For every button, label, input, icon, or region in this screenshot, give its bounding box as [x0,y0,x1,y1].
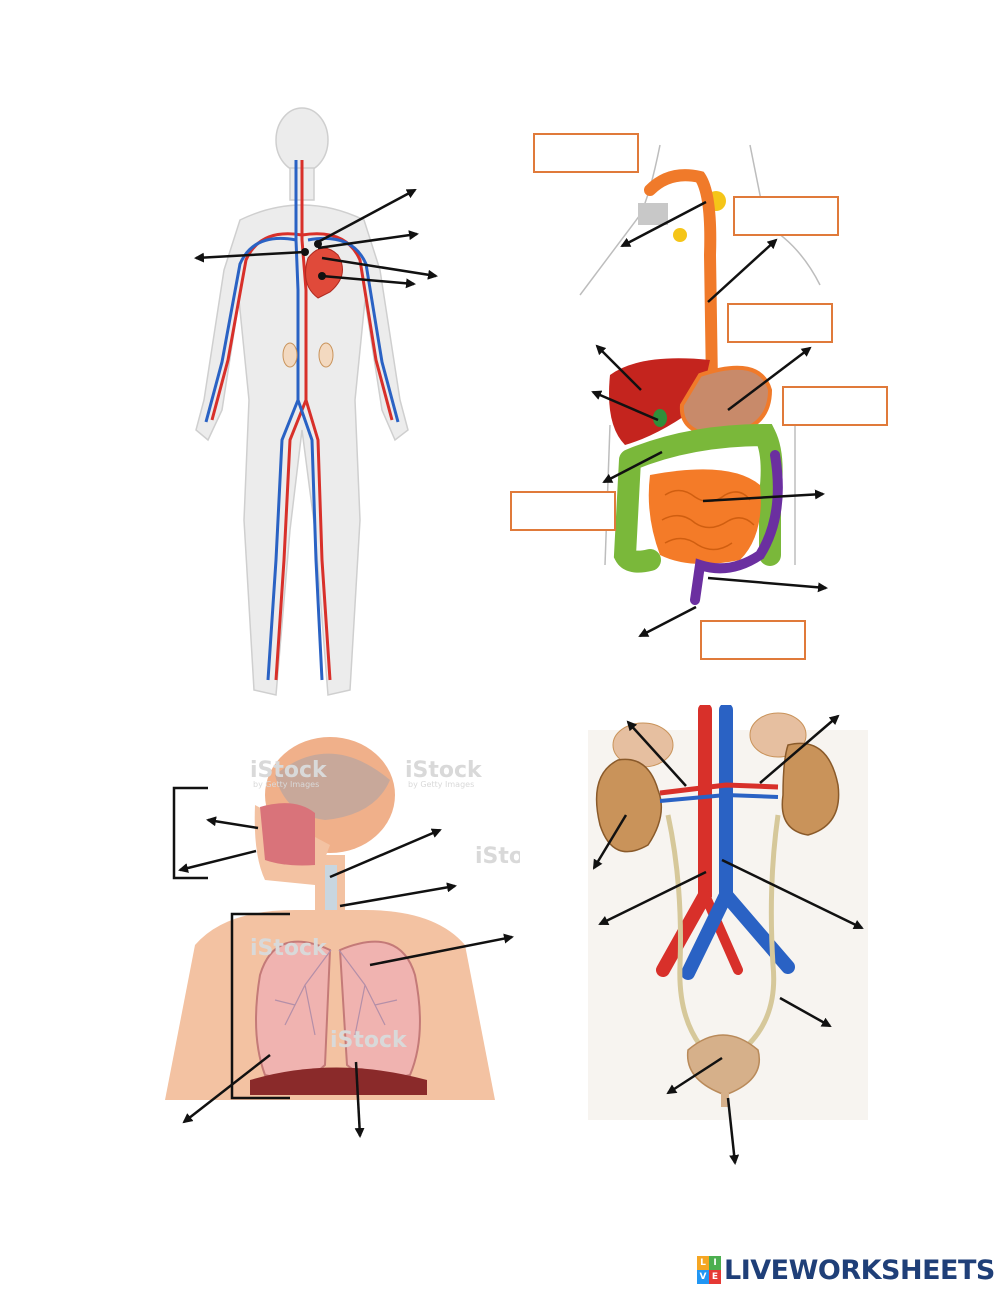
uri-arrow-6 [779,996,832,1028]
digestive-label-box-1[interactable] [533,133,639,173]
resp-arrow-6 [182,1054,271,1124]
circ-arrow-5 [321,274,416,289]
liveworksheets-logo-icon: L I V E [697,1256,721,1284]
dig-arrow-3 [727,346,812,411]
upper-airway-bracket [172,786,208,880]
resp-arrow-7 [354,1061,365,1138]
digestive-label-box-4[interactable] [782,386,888,426]
digestive-label-box-3[interactable] [727,303,833,343]
brand-text: LIVEWORKSHEETS [724,1254,995,1286]
dig-arrow-9 [638,605,697,638]
logo-letter-e: E [709,1270,721,1284]
dig-arrow-8 [707,576,828,593]
uri-arrow-3 [592,814,628,870]
uri-arrow-4 [598,870,707,926]
resp-arrow-1 [206,816,259,830]
dig-arrow-6 [602,450,663,484]
dig-arrow-2 [707,238,778,303]
resp-arrow-5 [369,933,514,967]
dig-arrow-1 [620,200,707,248]
dig-arrow-4 [595,344,642,391]
circulatory-system-diagram [150,100,450,710]
svg-text:iStock: iStock [250,758,328,783]
uri-arrow-5 [721,858,864,930]
digestive-label-box-6[interactable] [700,620,806,660]
liveworksheets-brand[interactable]: L I V E LIVEWORKSHEETS [697,1252,995,1288]
dig-arrow-5 [591,390,659,422]
resp-arrow-2 [178,849,257,873]
logo-letter-l: L [697,1256,709,1270]
uri-arrow-2 [759,714,840,784]
svg-text:by Getty Images: by Getty Images [253,780,319,789]
uri-arrow-7 [666,1056,723,1095]
digestive-label-box-5[interactable] [510,491,616,531]
svg-text:iStock: iStock [405,758,483,783]
dig-arrow-7 [702,489,825,503]
digestive-organs-illustration [579,144,821,605]
resp-arrow-4 [339,882,457,908]
circ-arrow-3 [317,230,419,250]
circulatory-body-illustration [195,107,409,696]
svg-text:iStock: iStock [330,1028,408,1053]
digestive-system-diagram [570,135,830,605]
lower-airway-bracket [230,912,290,1100]
urinary-system-diagram [588,705,873,1125]
circ-arrow-4 [321,256,438,280]
uri-arrow-8 [726,1097,740,1165]
circ-arrow-2 [317,188,417,244]
logo-letter-v: V [697,1270,709,1284]
logo-letter-i: I [709,1256,721,1270]
circ-arrow-1 [194,250,306,263]
digestive-label-box-2[interactable] [733,196,839,236]
urinary-illustration [588,705,868,1120]
uri-arrow-1 [626,720,687,787]
resp-arrow-3 [329,828,442,879]
svg-text:iStock: iStock [475,844,520,869]
svg-text:iStock: iStock [250,936,328,961]
svg-text:by Getty Images: by Getty Images [408,780,474,789]
